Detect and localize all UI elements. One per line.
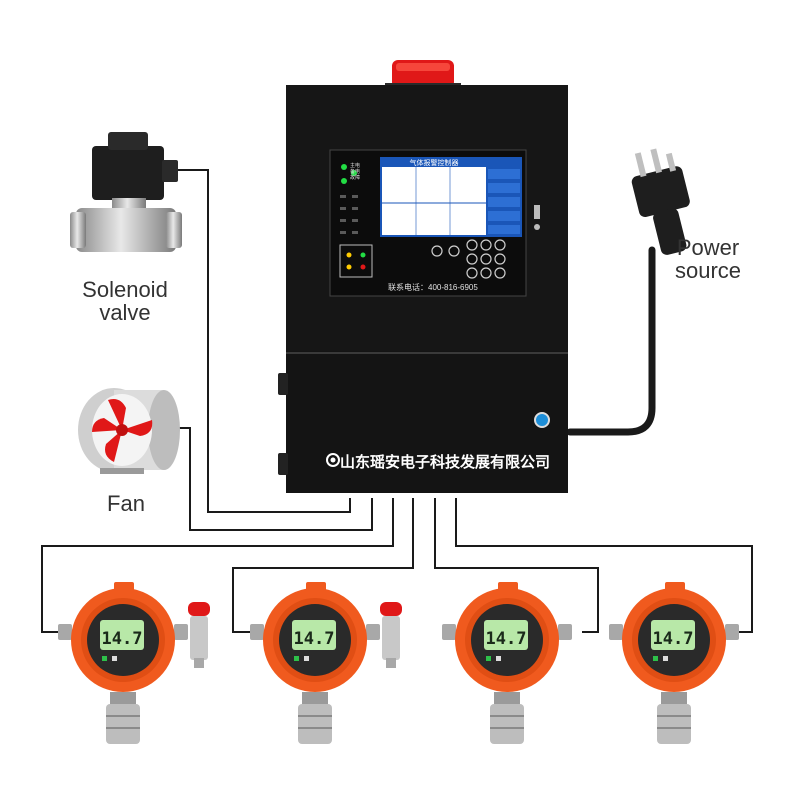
detector-lcd <box>484 620 528 650</box>
detector-lcd <box>651 620 695 650</box>
power-source-label-line-2: source <box>674 258 742 283</box>
wire-detector-4 <box>455 498 753 633</box>
cabinet-lower <box>286 351 568 493</box>
alarm-light <box>380 602 402 616</box>
detector-reading: 14.7 <box>294 629 335 649</box>
solenoid-valve-label-line-2: valve <box>99 300 151 325</box>
status-label-main-power: 主电 <box>350 163 361 169</box>
contact-number: 联系电话：400-816-6905 <box>388 283 478 292</box>
power-source-label: Power source <box>658 236 758 282</box>
fan-icon <box>78 388 180 474</box>
company-logo-icon <box>326 453 340 467</box>
wire-detector-2 <box>232 498 414 633</box>
wire-detector-1 <box>41 498 394 633</box>
wire-solenoid <box>170 169 351 513</box>
gas-detector-3: 14.7 <box>442 582 572 744</box>
status-label-fault: 故障 <box>350 175 361 181</box>
gas-detector-2: 14.7 <box>250 582 402 744</box>
gas-alarm-controller <box>278 60 568 493</box>
alarm-light <box>188 602 210 616</box>
detector-lcd <box>100 620 144 650</box>
status-label-backup-power: 备电 <box>350 169 361 175</box>
detector-reading: 14.7 <box>486 629 527 649</box>
solenoid-valve-label-line-1: Solenoid <box>82 277 168 302</box>
company-name: 山东瑶安电子科技发展有限公司 <box>340 454 551 471</box>
gas-detector-1: 14.7 <box>58 582 210 744</box>
detector-lcd <box>292 620 336 650</box>
solenoid-valve-icon <box>70 132 182 252</box>
keypad <box>431 239 506 279</box>
detector-reading: 14.7 <box>102 629 143 649</box>
power-source-label-line-1: Power <box>676 235 740 260</box>
detector-reading: 14.7 <box>653 629 694 649</box>
status-labels: 主电 备电 故障 <box>350 163 360 181</box>
power-cable <box>566 246 656 436</box>
gas-detector-4: 14.7 <box>609 582 739 744</box>
fan-label: Fan <box>107 491 145 516</box>
solenoid-valve-label: Solenoid valve <box>60 278 190 324</box>
power-plug-icon <box>631 148 690 255</box>
wire-detector-3 <box>434 498 599 633</box>
screen-title: 气体报警控制器 <box>409 160 459 167</box>
wire-fan <box>178 427 373 531</box>
key-lock-icon <box>534 412 550 428</box>
